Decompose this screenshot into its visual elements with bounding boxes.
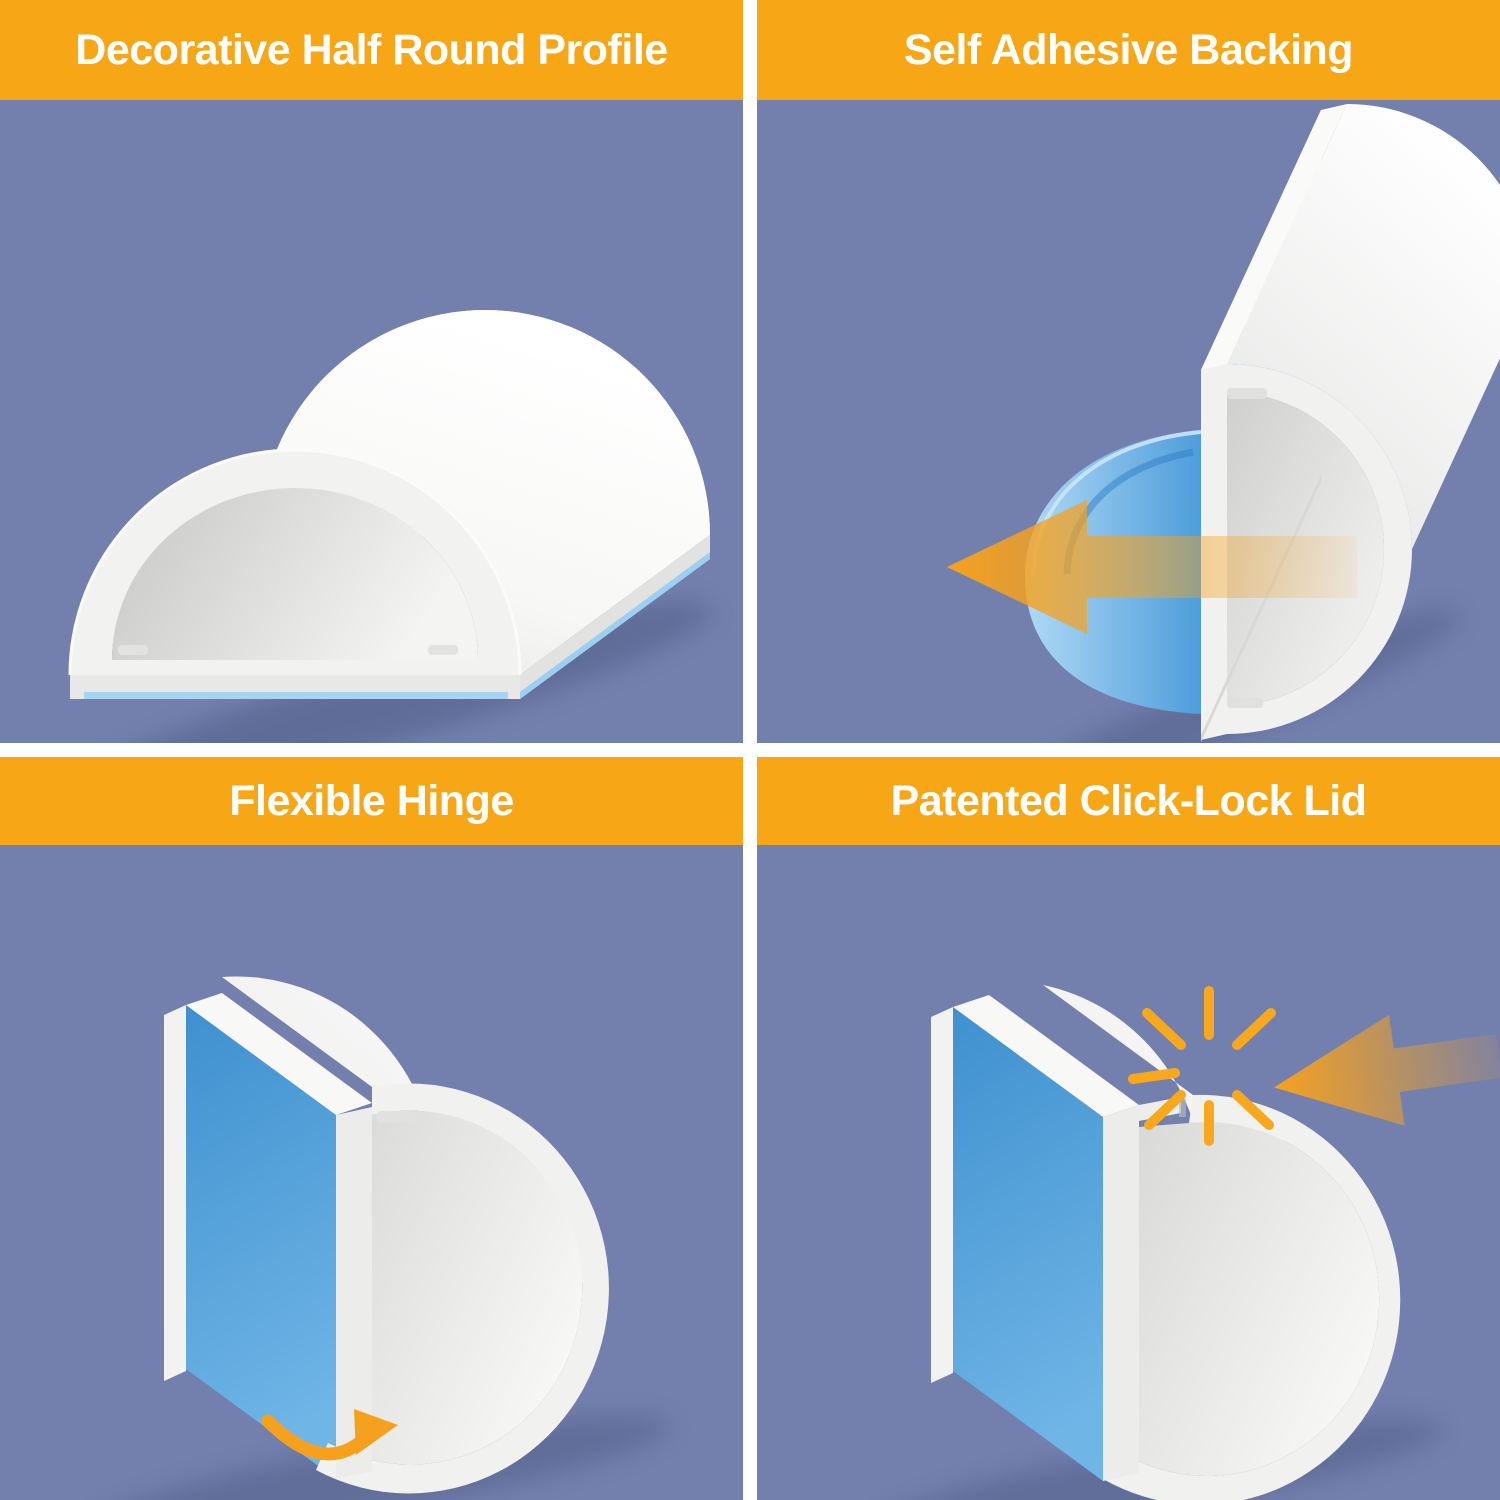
adhesive-strip-side bbox=[520, 552, 710, 699]
panel-title-band: Self Adhesive Backing bbox=[757, 0, 1500, 100]
profile-top-surface bbox=[70, 310, 710, 675]
panel-title: Self Adhesive Backing bbox=[903, 25, 1354, 74]
panel-decorative-half-round-profile: Decorative Half Round Profile bbox=[0, 0, 743, 743]
inner-lip-bottom bbox=[1227, 698, 1263, 708]
adhesive-backing-face bbox=[953, 1007, 1103, 1481]
half-round-profile-illustration bbox=[67, 310, 713, 743]
panel-title: Flexible Hinge bbox=[229, 776, 514, 825]
press-arrow-icon bbox=[1274, 1014, 1500, 1126]
inner-lip-top bbox=[1227, 388, 1267, 399]
back-plate-top-edge bbox=[1201, 104, 1347, 370]
panel-title-band: Decorative Half Round Profile bbox=[0, 0, 743, 100]
lid-top-surface bbox=[1227, 104, 1500, 549]
adhesive-peel-illustration bbox=[947, 104, 1500, 743]
adhesive-backing-face bbox=[186, 1005, 336, 1479]
lock-seam-notch bbox=[1179, 1099, 1186, 1117]
click-snap-burst-icon bbox=[1128, 986, 1276, 1146]
back-plate-top-edge bbox=[953, 995, 1139, 1117]
inner-lip-right bbox=[428, 645, 458, 655]
inner-lip-top bbox=[376, 1111, 418, 1123]
back-plate-end-edge bbox=[164, 1005, 186, 1381]
front-arc-highlight bbox=[68, 448, 522, 676]
profile-front-face bbox=[70, 450, 520, 675]
panel-title-band: Patented Click-Lock Lid bbox=[757, 757, 1500, 845]
back-plate-top-edge bbox=[186, 993, 372, 1115]
channel-hollow bbox=[1119, 1122, 1380, 1477]
adhesive-strip-front bbox=[84, 692, 508, 699]
flexible-hinge-illustration bbox=[89, 976, 671, 1500]
back-plate-front-face bbox=[336, 1107, 372, 1479]
channel-front-face bbox=[1201, 364, 1412, 740]
panel-title-band: Flexible Hinge bbox=[0, 757, 743, 845]
click-lock-lid-illustration bbox=[871, 985, 1500, 1500]
back-plate-front-face bbox=[1103, 1105, 1139, 1481]
panel-title: Decorative Half Round Profile bbox=[75, 25, 668, 74]
panel-flexible-hinge: Flexible Hinge bbox=[0, 757, 743, 1500]
channel-hollow bbox=[328, 1110, 583, 1465]
profile-hollow bbox=[112, 488, 478, 660]
panel-title: Patented Click-Lock Lid bbox=[890, 776, 1367, 825]
inner-lip-left bbox=[118, 645, 148, 655]
panel-self-adhesive-backing: Self Adhesive Backing bbox=[757, 0, 1500, 743]
hinge-swing-arrow-icon bbox=[261, 1409, 398, 1461]
back-plate-end-edge bbox=[931, 1007, 953, 1383]
panel-patented-click-lock-lid: Patented Click-Lock Lid bbox=[757, 757, 1500, 1500]
peel-arrow-icon bbox=[947, 500, 1357, 634]
